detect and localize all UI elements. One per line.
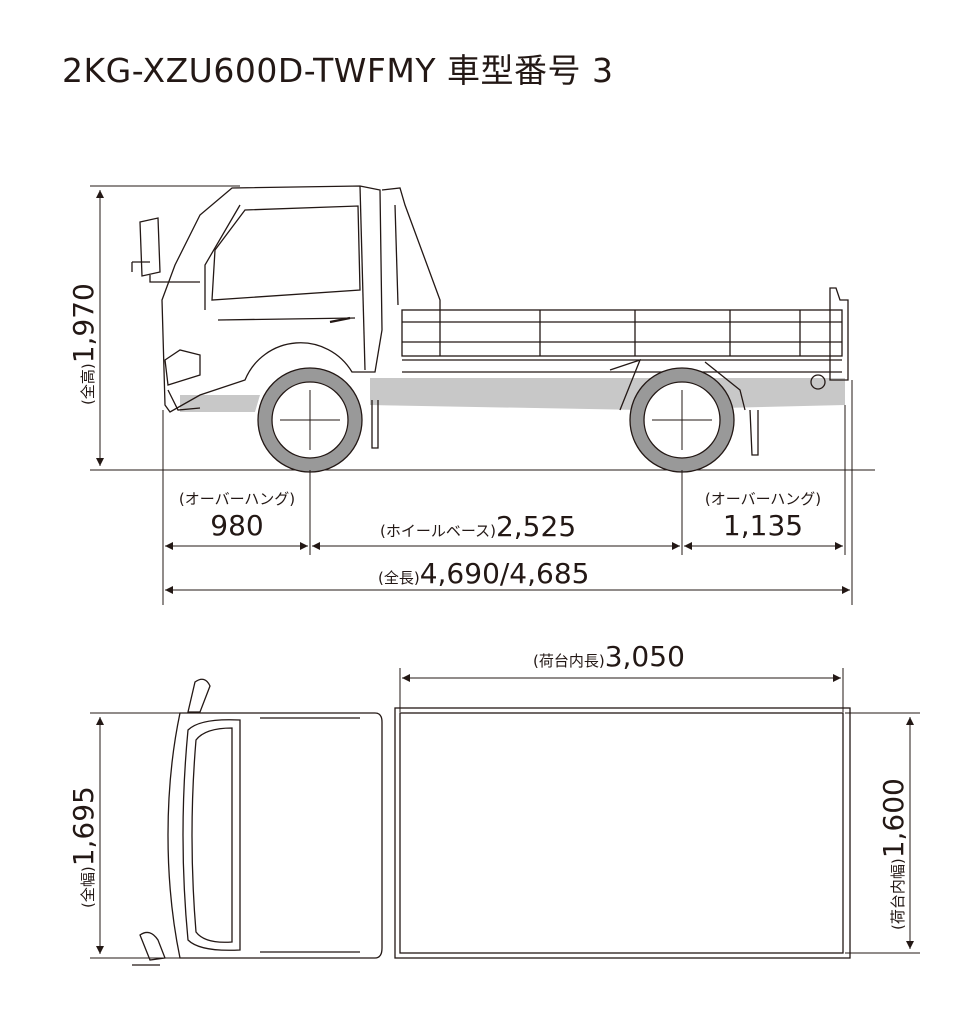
side-mirror	[139, 217, 161, 277]
deck-width-label: (荷台内幅)1,600	[877, 778, 910, 930]
deck-width-caption: (荷台内幅)	[889, 858, 907, 930]
cab-roof	[182, 719, 241, 951]
top-mirror-right	[139, 931, 166, 961]
deck-top	[394, 707, 851, 959]
wheelbase-caption: (ホイールベース)	[380, 522, 496, 540]
overall-length-caption: (全長)	[378, 569, 420, 587]
deck-length-label: (荷台内長)3,050	[533, 643, 685, 671]
overall-width-caption: (全幅)	[79, 866, 97, 908]
side-view-truck	[90, 185, 875, 473]
chassis-shadow	[370, 378, 845, 410]
cab-outline	[161, 185, 383, 413]
overall-height-label: (全高)1,970	[67, 283, 100, 405]
cab-top	[167, 712, 383, 959]
overall-height-caption: (全高)	[79, 363, 97, 405]
rear-overhang-caption: (オーバーハング)	[704, 490, 822, 508]
deck-width-value: 1,600	[877, 778, 910, 859]
top-dimension-lines	[90, 668, 920, 959]
top-view-truck	[132, 678, 851, 966]
overall-length-label: (全長)4,690/4,685	[378, 560, 589, 588]
overall-width-label: (全幅)1,695	[67, 786, 100, 908]
door-handle	[329, 316, 351, 324]
overall-height-value: 1,970	[67, 283, 100, 364]
tailgate-hinge	[829, 287, 849, 381]
front-overhang-caption: (オーバーハング)	[178, 490, 296, 508]
wheelbase-value: 2,525	[495, 510, 577, 543]
rear-overhang-value: 1,135	[722, 509, 804, 542]
side-dimension-lines	[90, 185, 853, 605]
deck-length-value: 3,050	[604, 640, 685, 673]
overall-width-value: 1,695	[67, 786, 100, 867]
overall-length-value: 4,690/4,685	[419, 557, 590, 590]
front-overhang-value: 980	[210, 509, 264, 542]
deck-length-caption: (荷台内長)	[533, 652, 605, 670]
dump-body	[401, 309, 843, 357]
top-mirror-left	[187, 678, 211, 713]
page-title: 2KG-XZU600D-TWFMY 車型番号 3	[62, 51, 614, 90]
wheelbase-label: (ホイールベース)2,525	[380, 513, 576, 541]
cab-window	[211, 205, 361, 301]
